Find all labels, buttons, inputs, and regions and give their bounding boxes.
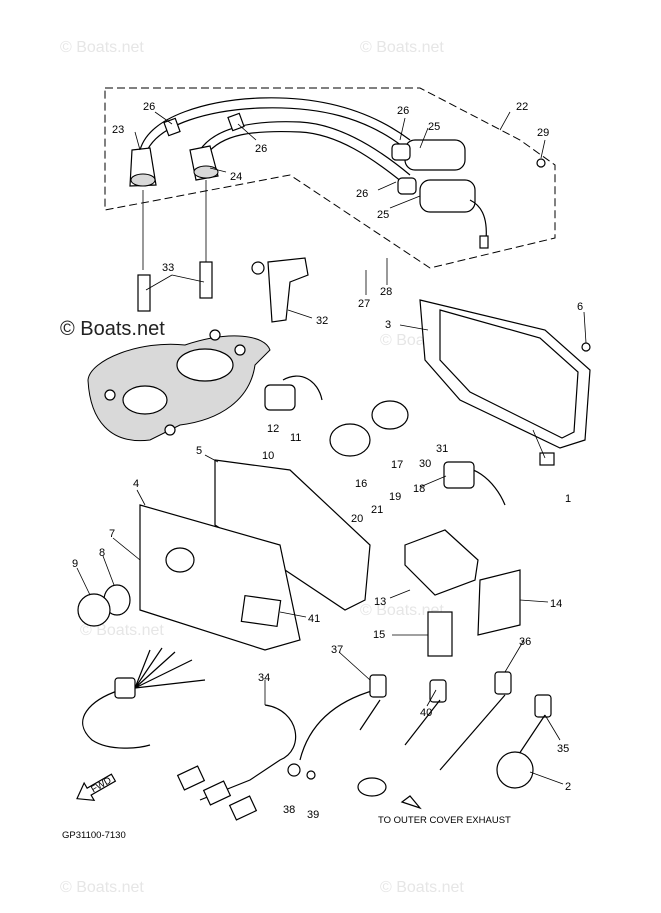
callout: 37	[331, 644, 343, 656]
callout: 32	[316, 315, 328, 327]
cap-9	[77, 593, 111, 627]
wiring-harness	[82, 647, 206, 749]
watermark: © Boats.net	[360, 39, 444, 56]
electrical-box-3	[419, 299, 591, 466]
callout: 34	[258, 672, 270, 684]
watermark: © Boats.net	[60, 39, 144, 56]
callout: 2	[565, 781, 571, 793]
callout: 13	[374, 596, 386, 608]
callout: 20	[351, 513, 363, 525]
callout: 39	[307, 809, 319, 821]
callout: 38	[283, 804, 295, 816]
callout: 16	[355, 478, 367, 490]
callout: 41	[308, 613, 320, 625]
callout: 7	[109, 528, 115, 540]
callout: 6	[577, 301, 583, 313]
callout: 25	[428, 121, 440, 133]
fwd-arrow: FWD	[76, 773, 117, 802]
watermark-layer: © Boats.net © Boats.net © Boats.net © Bo…	[60, 39, 464, 896]
cdi-unit-13	[404, 529, 521, 657]
callout: 12	[267, 423, 279, 435]
callout: 22	[516, 101, 528, 113]
cover-7	[139, 504, 301, 651]
callout: 29	[537, 127, 549, 139]
callout: 5	[196, 445, 202, 457]
diagram-code: GP31100-7130	[62, 830, 126, 841]
callout: 24	[230, 171, 242, 183]
callout: 26	[255, 143, 267, 155]
leader-lines	[76, 111, 587, 785]
callout-labels: 26 23 26 24 26 25 22 29 26 25 33 27 28 3…	[72, 101, 583, 821]
spark-plugs	[137, 180, 213, 312]
callout: 3	[385, 319, 391, 331]
ignition-coil-assembly-frame	[104, 87, 556, 269]
callout: 15	[373, 629, 385, 641]
callout: 36	[519, 636, 531, 648]
callout: 10	[262, 450, 274, 462]
callout: 18	[413, 483, 425, 495]
exhaust-note: TO OUTER COVER EXHAUST	[378, 815, 511, 826]
callout: 11	[290, 432, 301, 444]
watermark: © Boats.net	[380, 879, 464, 896]
watermark-main: © Boats.net	[60, 318, 165, 340]
watermark: © Boats.net	[360, 602, 444, 619]
callout: 33	[162, 262, 174, 274]
callout: 26	[143, 101, 155, 113]
callout: 19	[389, 491, 401, 503]
plug-caps	[129, 97, 411, 187]
harness-34	[176, 704, 297, 821]
callout: 35	[557, 743, 569, 755]
callout: 9	[72, 558, 78, 570]
callout: 26	[397, 105, 409, 117]
callout: 8	[99, 547, 105, 559]
callout: 14	[550, 598, 562, 610]
washer-39	[306, 770, 316, 780]
callout: 23	[112, 124, 124, 136]
watermark: © Boats.net	[80, 622, 164, 639]
callout: 27	[358, 298, 370, 310]
ignition-coils	[391, 139, 546, 249]
callout: 21	[371, 504, 383, 516]
callout: 40	[420, 707, 432, 719]
callout: 4	[133, 478, 139, 490]
callout: 31	[436, 443, 448, 455]
callout: 26	[356, 188, 368, 200]
sensors	[299, 671, 552, 810]
callout: 28	[380, 286, 392, 298]
callout: 1	[565, 493, 571, 505]
bracket-32	[251, 257, 313, 323]
watermark: © Boats.net	[60, 879, 144, 896]
callout: 17	[391, 459, 403, 471]
bolt-38	[287, 763, 301, 777]
callout: 30	[419, 458, 431, 470]
callout: 25	[377, 209, 389, 221]
cylinder-head	[87, 329, 271, 442]
connectors-cluster	[264, 375, 506, 506]
